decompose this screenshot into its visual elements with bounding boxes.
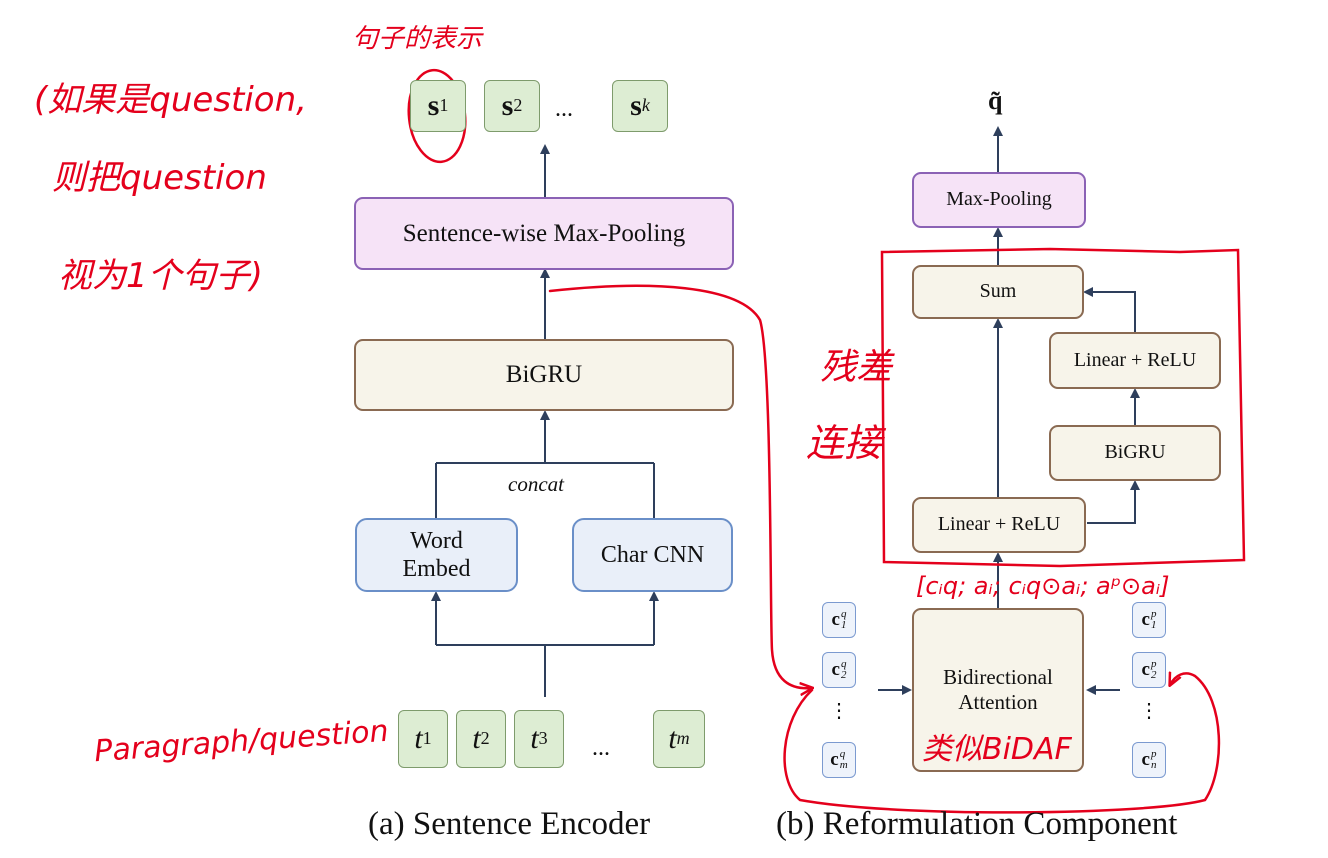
sum-box: Sum [912,265,1084,319]
cp-1-sup: p [1150,608,1157,620]
outputs-ellipsis: ... [555,96,573,122]
reform-maxpool-box: Max-Pooling [912,172,1086,228]
output-s1-sub: 1 [439,95,449,116]
annotation-question-note-3: 视为1个句子) [58,256,263,296]
linear-relu-right-box: Linear + ReLU [1049,332,1221,389]
annotation-residual-2: 连接 [806,421,883,465]
cq-m-sub: m [839,759,848,771]
cq-1-sub: 1 [840,619,847,631]
inputs-ellipsis: ... [592,735,610,761]
input-tm-sub: m [676,728,690,749]
cq-m-base: c [830,749,839,770]
s-to-cq-arrow-annotation [548,284,812,688]
cq-vdots: ⋮ [829,700,849,722]
attention-line1: Bidirectional [943,665,1053,690]
arrow-to-bigru-right [1087,480,1140,524]
output-s2-base: s [501,89,514,123]
output-s1-base: s [427,89,440,123]
cp-vdots: ⋮ [1139,700,1159,722]
cq-m-sup: q [839,748,846,760]
caption-a: (a) Sentence Encoder [368,806,651,842]
q-tilde-output: q̃ [988,86,1003,115]
concat-label: concat [508,472,564,496]
output-s2-sub: 2 [513,95,523,116]
annotation-residual-1: 残差 [820,347,893,388]
residual-box-annotation [880,247,1246,568]
cq-2-sub: 2 [840,669,847,681]
reform-bigru-box: BiGRU [1049,425,1221,481]
annotation-question-note-1: (如果是question, [34,80,307,120]
caption-b: (b) Reformulation Component [776,806,1178,842]
cq-2-sup: q [840,658,847,670]
input-t2-sub: 2 [480,728,490,749]
word-embed-box: Word Embed [355,518,518,592]
input-t1-base: t [414,722,423,756]
input-t3-sub: 3 [538,728,548,749]
sentence-maxpool-box: Sentence-wise Max-Pooling [354,197,734,270]
cp-1-base: c [1141,609,1150,630]
cp-1-sub: 1 [1150,619,1157,631]
arrow-to-sum [1083,287,1136,332]
cp-n-sup: p [1150,748,1157,760]
cp-2-sup: p [1150,658,1157,670]
input-t3-base: t [530,722,539,756]
cq-1-base: c [831,609,840,630]
cp-n-base: c [1141,749,1150,770]
cp-n-sub: n [1150,759,1157,771]
output-sk-base: s [630,89,642,123]
cp-2-sub: 2 [1150,669,1157,681]
annotation-bidaf: 类似BiDAF [922,732,1072,767]
input-t2-base: t [472,722,481,756]
attention-line2: Attention [958,690,1038,714]
char-cnn-box: Char CNN [572,518,733,592]
input-tm-base: t [668,722,677,756]
annotation-question-note-2: 则把question [52,158,267,198]
bidirectional-attention-box: Bidirectional Attention [912,608,1084,772]
annotation-sentence-repr: 句子的表示 [352,24,483,54]
cq-2-base: c [831,659,840,680]
cq-1-sup: q [840,608,847,620]
output-sk-sub: k [641,95,650,116]
word-embed-line2: Embed [402,556,471,582]
input-t1-sub: 1 [422,728,432,749]
annotation-concat-formula: [cᵢq; aᵢ; cᵢq⊙aᵢ; aᵖ⊙aᵢ] [916,572,1170,600]
word-embed-line1: Word [410,527,463,554]
linear-relu-left-box: Linear + ReLU [912,497,1086,553]
cq-to-cp-arrow-annotation [783,673,1221,814]
encoder-bigru-box: BiGRU [354,339,734,411]
cp-2-base: c [1141,659,1150,680]
